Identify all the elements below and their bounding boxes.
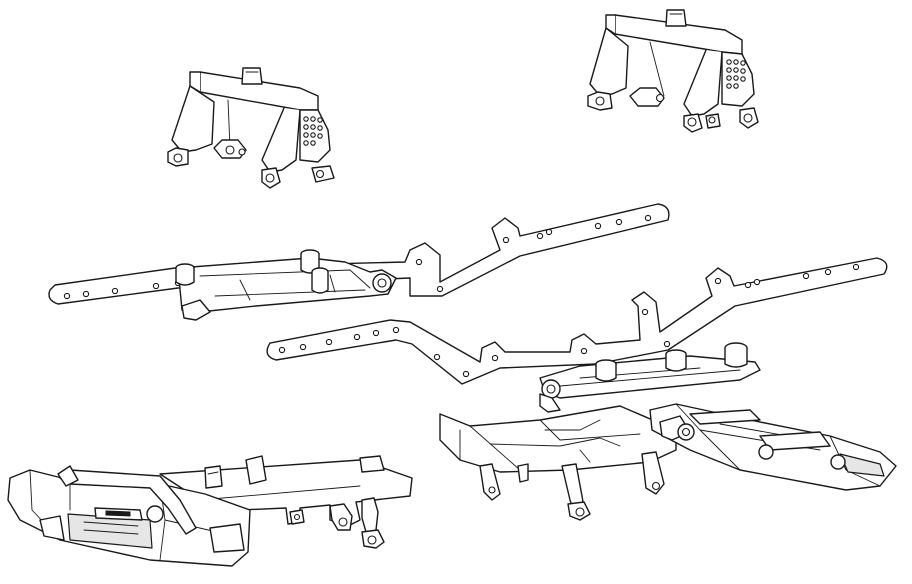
rear-bumper-assembly	[440, 404, 896, 520]
shock-tower-right	[588, 10, 758, 132]
shock-tower-left	[168, 68, 334, 188]
ladder-frame-chassis	[49, 204, 887, 412]
front-bumper-assembly	[8, 456, 412, 566]
